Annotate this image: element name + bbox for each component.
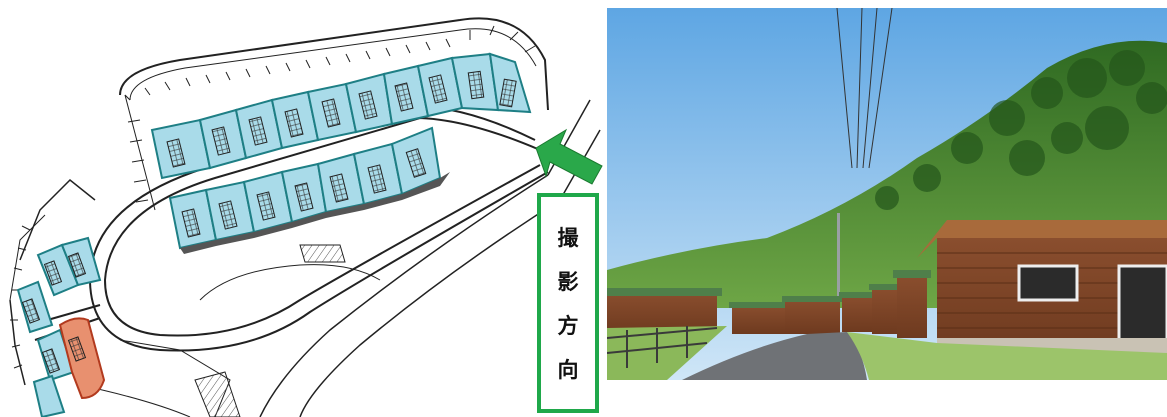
housing-units-upper-row <box>150 52 532 180</box>
site-plan-drawing <box>9 17 603 417</box>
label-char-1: 撮 <box>557 224 579 250</box>
label-char-3: 方 <box>557 312 579 338</box>
unit-shadows <box>180 172 450 254</box>
site-photo <box>607 8 1167 380</box>
tree-texture <box>875 50 1167 210</box>
utility-pole <box>837 213 840 333</box>
terrain-hatching <box>9 17 549 386</box>
grass-right <box>847 332 1167 380</box>
retaining-wall <box>194 244 346 417</box>
main-cabin <box>917 220 1167 353</box>
power-lines <box>836 8 893 169</box>
fence <box>607 326 718 368</box>
grass <box>607 326 727 380</box>
cabins-row <box>607 270 931 338</box>
shooting-direction-arrow <box>535 128 603 185</box>
unit-floorplans-left <box>21 252 87 374</box>
unit-floorplans-upper <box>166 70 517 168</box>
road <box>682 332 867 380</box>
shooting-direction-label: 撮 影 方 向 <box>537 193 599 413</box>
unit-floorplans-lower <box>181 148 427 238</box>
label-char-4: 向 <box>557 356 579 382</box>
label-char-2: 影 <box>557 268 579 294</box>
